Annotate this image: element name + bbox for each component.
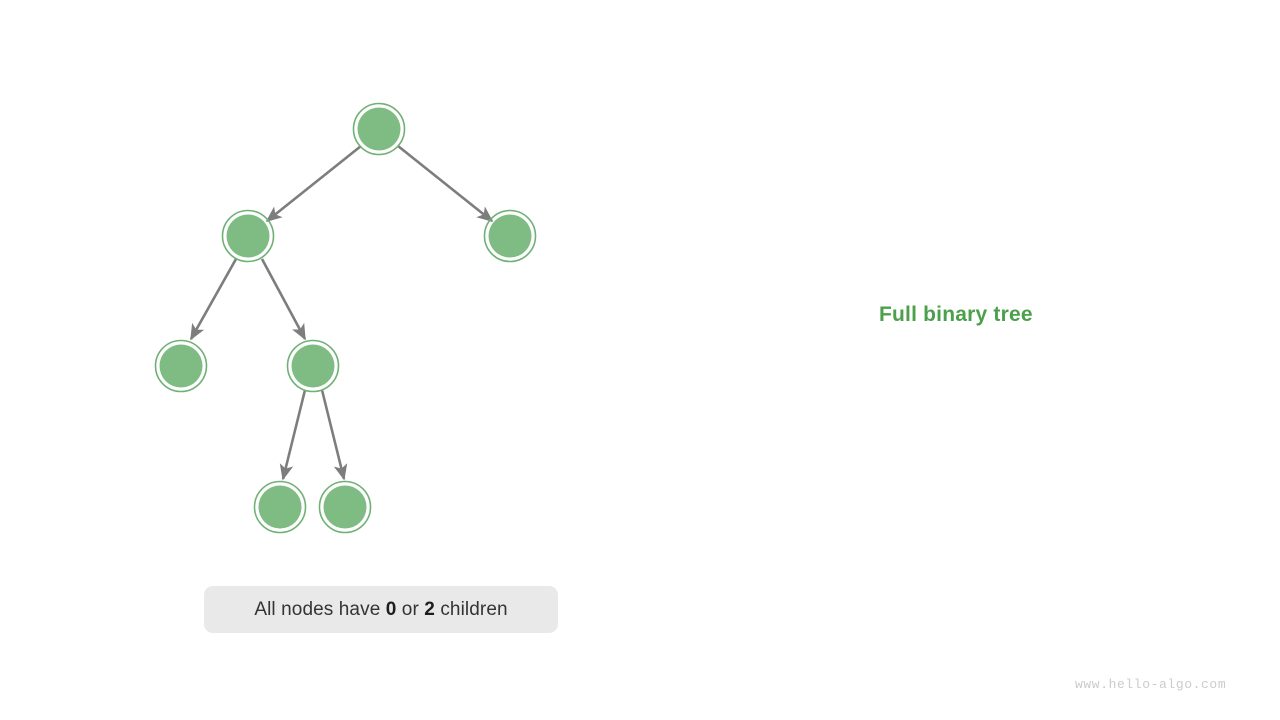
edge-layer: [189, 144, 494, 481]
caption-text: All nodes have 0 or 2 children: [254, 599, 507, 621]
node-body: [357, 107, 401, 151]
node-ring: [286, 339, 340, 393]
node-ring: [253, 480, 307, 534]
node-body: [159, 344, 203, 388]
tree-node-left-right[interactable]: [286, 339, 340, 393]
node-body: [258, 485, 302, 529]
tree-node-right[interactable]: [483, 209, 537, 263]
node-ring: [154, 339, 208, 393]
tree-node-leaf-2[interactable]: [318, 480, 372, 534]
edge-left-to-leftleft: [189, 258, 238, 341]
node-body: [323, 485, 367, 529]
tree-node-root[interactable]: [352, 102, 406, 156]
edge-root-to-left: [265, 144, 362, 223]
edge-leftright-to-child1: [279, 389, 307, 481]
caption-bold-zero: 0: [385, 598, 397, 620]
caption-suffix: children: [434, 598, 508, 620]
caption-box: All nodes have 0 or 2 children: [204, 586, 558, 633]
edge-leftright-to-child2: [320, 389, 348, 481]
node-ring: [483, 209, 537, 263]
caption-bold-two: 2: [424, 598, 435, 620]
node-ring: [221, 209, 275, 263]
tree-node-left-left[interactable]: [154, 339, 208, 393]
node-body: [488, 214, 532, 258]
node-body: [226, 214, 270, 258]
node-layer: [154, 102, 537, 534]
edge-left-to-leftright: [260, 258, 307, 341]
node-ring: [318, 480, 372, 534]
node-ring: [352, 102, 406, 156]
watermark: www.hello-algo.com: [1075, 677, 1227, 692]
tree-node-left[interactable]: [221, 209, 275, 263]
caption-middle: or: [396, 598, 425, 620]
edge-root-to-right: [397, 144, 494, 223]
page-title: Full binary tree: [879, 303, 1033, 326]
caption-prefix: All nodes have: [254, 598, 386, 620]
node-body: [291, 344, 335, 388]
tree-node-leaf-1[interactable]: [253, 480, 307, 534]
